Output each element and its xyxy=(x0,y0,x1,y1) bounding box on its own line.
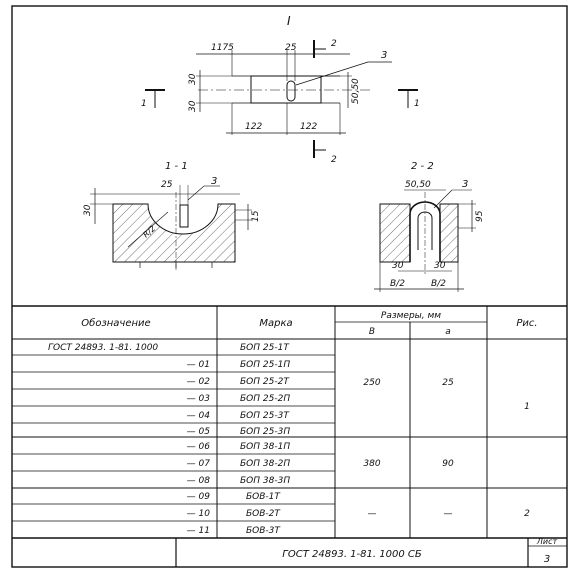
row-0-designation: ГОСТ 24893. 1-81. 1000 xyxy=(48,343,158,353)
section-2-2-left xyxy=(379,203,411,263)
row-10-designation: — 10 xyxy=(187,509,211,519)
spec-table xyxy=(12,305,567,567)
plan-view: I 1175 25 30 30 50,50 122 122 xyxy=(141,14,420,165)
dim-30-top: 30 xyxy=(188,73,198,85)
header-designation: Обозначение xyxy=(81,317,150,329)
section-1-1-slot xyxy=(179,204,189,228)
section-2-2: 2 - 2 50,50 95 30 30 B/2 B/2 3 xyxy=(374,161,485,292)
row-9-designation: — 09 xyxy=(187,492,211,502)
cut-2-bottom-label: 2 xyxy=(331,155,337,165)
row-5-mark: БОП 25-3П xyxy=(240,427,290,437)
title-block-sheet-label: Лист xyxy=(536,537,558,546)
row-7-designation: — 07 xyxy=(187,459,211,469)
row-3-mark: БОП 25-2П xyxy=(240,394,290,404)
dim-122-left: 122 xyxy=(245,122,262,132)
row-1-designation: — 01 xyxy=(187,360,210,370)
header-fig: Рис. xyxy=(516,318,537,329)
row-8-mark: БОП 38-3П xyxy=(240,476,290,486)
cut-2-top-label: 2 xyxy=(331,39,337,49)
plan-slot xyxy=(286,80,296,102)
section-2-dim-b2-right: B/2 xyxy=(431,279,446,289)
row-1-mark: БОП 25-1П xyxy=(240,360,290,370)
row-11-designation: — 11 xyxy=(187,526,210,536)
dim-25: 25 xyxy=(285,43,297,53)
header-a: a xyxy=(445,327,451,337)
group-1-b: 250 xyxy=(363,378,380,388)
row-7-mark: БОП 38-2П xyxy=(240,459,290,469)
title-block-doc: ГОСТ 24893. 1-81. 1000 СБ xyxy=(282,549,422,560)
section-2-2-bar xyxy=(409,201,441,262)
cut-1-right-label: 1 xyxy=(414,99,420,109)
row-6-mark: БОП 38-1П xyxy=(240,442,290,452)
fig-1: 1 xyxy=(524,402,530,412)
section-1-1-body xyxy=(112,203,236,263)
row-3-designation: — 03 xyxy=(187,394,211,404)
cut-1-left-label: 1 xyxy=(141,99,147,109)
title-block-sheet-num: 3 xyxy=(544,554,550,565)
section-1-1: 1 - 1 30 25 15 R/2 3 xyxy=(83,161,261,270)
group-2-a: 90 xyxy=(442,459,454,469)
section-2-2-title: 2 - 2 xyxy=(411,161,434,172)
group-3-b: — xyxy=(368,509,377,519)
group-3-a: — xyxy=(444,509,453,519)
row-4-designation: — 04 xyxy=(187,411,211,421)
row-6-designation: — 06 xyxy=(187,442,211,452)
section-2-dim-b2-left: B/2 xyxy=(390,279,405,289)
fig-2: 2 xyxy=(524,509,530,519)
sheet-border xyxy=(11,5,568,568)
section-2-dim-30-left: 30 xyxy=(392,261,404,271)
plan-block xyxy=(250,75,322,104)
section-1-dim-30: 30 xyxy=(83,204,93,216)
row-8-designation: — 08 xyxy=(187,476,211,486)
header-mark: Марка xyxy=(259,318,292,329)
callout-3-plan: 3 xyxy=(381,50,387,61)
dim-1175: 1175 xyxy=(211,43,234,53)
dim-50-50: 50,50 xyxy=(351,78,361,104)
dim-30-bottom: 30 xyxy=(188,100,198,112)
row-4-mark: БОП 25-3Т xyxy=(240,411,290,421)
row-2-designation: — 02 xyxy=(187,377,211,387)
callout-3-section-1: 3 xyxy=(211,176,217,187)
section-2-2-right xyxy=(439,203,459,263)
section-1-dim-15: 15 xyxy=(251,210,261,222)
section-2-dim-50-50: 50,50 xyxy=(405,180,431,190)
row-2-mark: БОП 25-2Т xyxy=(240,377,290,387)
section-1-1-title: 1 - 1 xyxy=(165,161,188,172)
callout-3-section-2: 3 xyxy=(462,179,468,190)
row-11-mark: БОВ-3Т xyxy=(246,526,281,536)
row-0-mark: БОП 25-1Т xyxy=(240,343,290,353)
section-1-dim-25: 25 xyxy=(161,180,173,190)
table-text: Обозначение Марка Размеры, мм B a Рис. Г… xyxy=(48,311,557,565)
row-9-mark: БОВ-1Т xyxy=(246,492,281,502)
view-title: I xyxy=(287,14,291,28)
header-sizes: Размеры, мм xyxy=(381,311,441,321)
group-2-b: 380 xyxy=(363,459,380,469)
section-2-dim-95: 95 xyxy=(475,210,485,222)
dim-122-right: 122 xyxy=(300,122,317,132)
row-5-designation: — 05 xyxy=(187,427,211,437)
section-2-dim-30-right: 30 xyxy=(434,261,446,271)
group-1-a: 25 xyxy=(442,378,454,388)
row-10-mark: БОВ-2Т xyxy=(246,509,281,519)
header-b: B xyxy=(369,327,375,337)
